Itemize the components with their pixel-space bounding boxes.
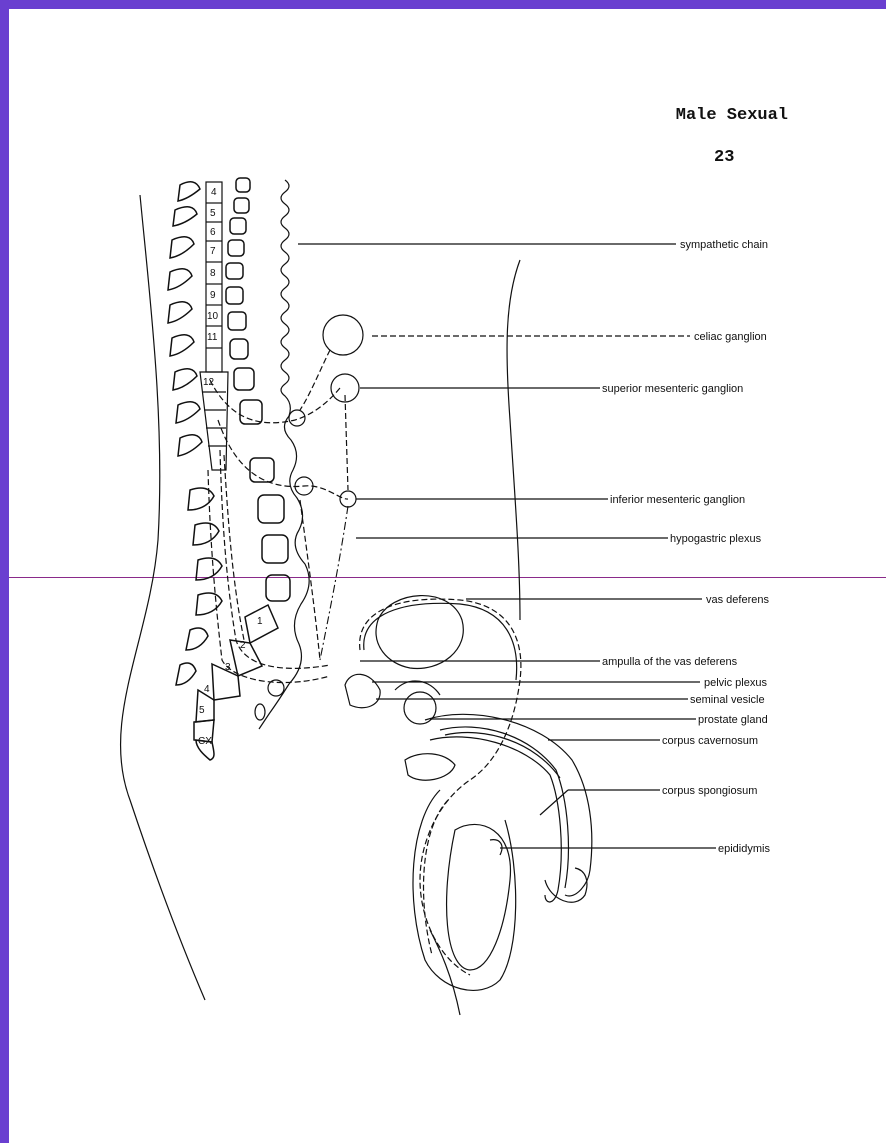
label-vas-deferens: vas deferens: [706, 594, 769, 606]
svg-text:10: 10: [207, 311, 219, 322]
label-corpus-spongiosum: corpus spongiosum: [662, 785, 757, 797]
svg-text:7: 7: [210, 246, 216, 257]
penis-lower: [430, 737, 561, 902]
label-ampulla: ampulla of the vas deferens: [602, 656, 738, 668]
ganglion-node: [289, 410, 305, 426]
label-corpus-cavernosum: corpus cavernosum: [662, 735, 758, 747]
thoracic-segment-numbers: 4 5 6 7 8 9 10 11 12: [203, 187, 219, 388]
celiac-ganglion: [323, 315, 363, 355]
pelvic-organs: [345, 596, 592, 991]
svg-text:6: 6: [210, 227, 216, 238]
label-inferior-mesenteric-ganglion: inferior mesenteric ganglion: [610, 494, 745, 506]
svg-text:11: 11: [207, 332, 218, 343]
svg-text:5: 5: [199, 705, 205, 716]
vas-deferens-path: [360, 599, 521, 975]
label-celiac-ganglion: celiac ganglion: [694, 331, 767, 343]
label-pelvic-plexus: pelvic plexus: [704, 677, 767, 689]
ganglion-impar: [255, 704, 265, 720]
body-outline-front: [507, 260, 520, 620]
svg-text:CX: CX: [198, 736, 212, 747]
label-superior-mesenteric-ganglion: superior mesenteric ganglion: [602, 383, 743, 395]
svg-text:4: 4: [211, 187, 217, 198]
label-prostate-gland: prostate gland: [698, 714, 768, 726]
label-seminal-vesicle: seminal vesicle: [690, 694, 765, 706]
svg-text:1: 1: [257, 616, 263, 627]
svg-text:9: 9: [210, 290, 216, 301]
testis: [447, 824, 511, 970]
penis-upper: [425, 714, 592, 896]
svg-text:4: 4: [204, 684, 210, 695]
spinal-cord-segments: [200, 182, 228, 470]
vertebral-bodies: [226, 178, 290, 601]
sacrum: 1 2 3 4 5 CX: [194, 605, 278, 760]
nerve-pathways: [208, 350, 348, 683]
body-outline-lower: [430, 930, 460, 1015]
label-sympathetic-chain: sympathetic chain: [680, 239, 768, 251]
seminal-vesicle: [345, 674, 380, 707]
sympathetic-chain: [259, 180, 309, 729]
label-hypogastric-plexus: hypogastric plexus: [670, 533, 762, 545]
bulb: [405, 754, 455, 781]
svg-text:8: 8: [210, 268, 216, 279]
spinous-processes: [168, 182, 222, 685]
svg-text:12: 12: [203, 377, 215, 388]
scrotum: [413, 790, 516, 990]
body-outline-back: [121, 195, 205, 1000]
label-epididymis: epididymis: [718, 843, 770, 855]
svg-text:5: 5: [210, 208, 216, 219]
